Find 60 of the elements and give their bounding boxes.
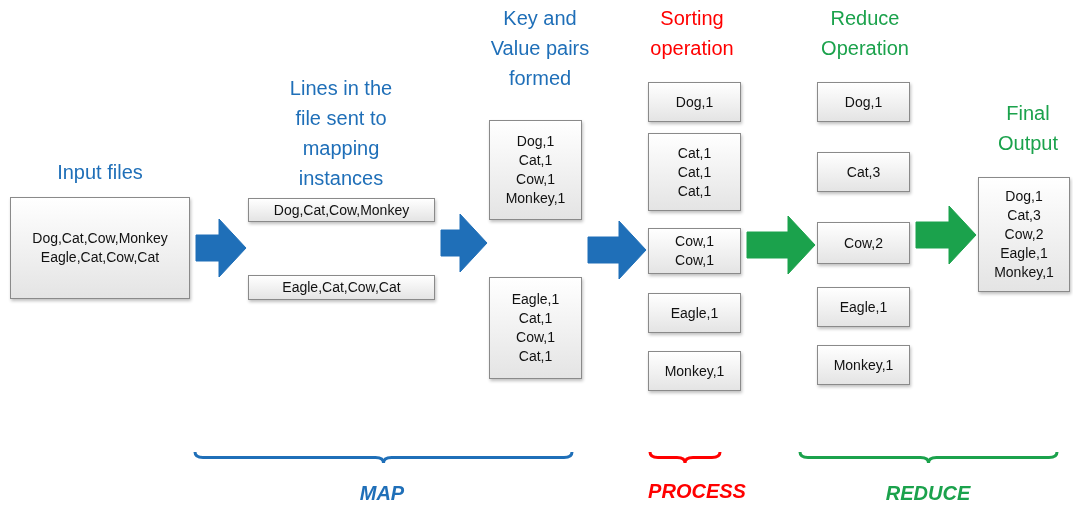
box-text: Eagle,Cat,Cow,Cat (40, 248, 160, 267)
box-text: Monkey,1 (505, 189, 566, 208)
section-label: PROCESS (648, 479, 746, 504)
box-text: Eagle,1 (670, 303, 719, 323)
box-text: Cow,1 (675, 251, 714, 270)
text-box (817, 287, 910, 327)
block-arrow (440, 213, 488, 273)
box-text: Cat,3 (1007, 206, 1041, 225)
box-text: Eagle,1 (511, 290, 560, 309)
box-text: Dog,1 (844, 92, 883, 112)
box-text: Cat,1 (677, 143, 712, 163)
box-text: Dog,1 (1005, 187, 1043, 206)
box-text: Cow,2 (844, 233, 883, 253)
box-text: Cat,1 (677, 162, 712, 182)
column-heading: Final Output (996, 101, 1059, 156)
text-box (978, 177, 1070, 292)
block-arrow (587, 220, 647, 280)
text-box (648, 228, 741, 274)
box-text: Cow,1 (516, 170, 555, 189)
section-label: MAP (359, 481, 405, 505)
block-arrow (915, 205, 977, 265)
box-text: Cat,3 (846, 162, 881, 182)
text-box (248, 198, 435, 222)
box-text: Cat,1 (518, 309, 553, 328)
box-text: Cow,1 (516, 328, 555, 347)
text-box (489, 120, 582, 220)
column-heading: Reduce Operation (820, 6, 910, 61)
text-box (817, 222, 910, 264)
box-text: Dog,Cat,Cow,Monkey (32, 229, 168, 248)
box-text: Eagle,1 (839, 297, 888, 317)
text-box (648, 133, 741, 211)
box-text: Monkey,1 (994, 263, 1054, 282)
block-arrow (195, 218, 247, 278)
box-text: Dog,1 (516, 132, 555, 151)
box-text: Eagle,Cat,Cow,Cat (282, 278, 401, 297)
box-text: Cat,1 (518, 151, 553, 170)
text-box (648, 351, 741, 391)
box-text: Cow,2 (1004, 225, 1044, 244)
box-text: Cow,1 (675, 232, 714, 251)
text-box (817, 82, 910, 122)
column-heading: Lines in the file sent to mapping instances (288, 76, 394, 191)
column-heading: Key and Value pairs formed (489, 6, 591, 91)
text-box (648, 293, 741, 333)
text-box (817, 345, 910, 385)
text-box (489, 277, 582, 379)
column-heading: Sorting operation (649, 6, 735, 61)
text-box (10, 197, 190, 299)
text-box (817, 152, 910, 192)
section-label: REDUCE (885, 481, 971, 505)
text-box (248, 275, 435, 300)
box-text: Dog,Cat,Cow,Monkey (273, 200, 410, 220)
box-text: Eagle,1 (1000, 244, 1048, 263)
box-text: Monkey,1 (833, 355, 894, 375)
column-heading: Input files (57, 160, 143, 185)
text-box (648, 82, 741, 122)
box-text: Monkey,1 (664, 361, 725, 381)
block-arrow (746, 215, 816, 275)
box-text: Cat,1 (677, 181, 712, 201)
box-text: Cat,1 (518, 347, 553, 366)
box-text: Dog,1 (675, 92, 714, 112)
